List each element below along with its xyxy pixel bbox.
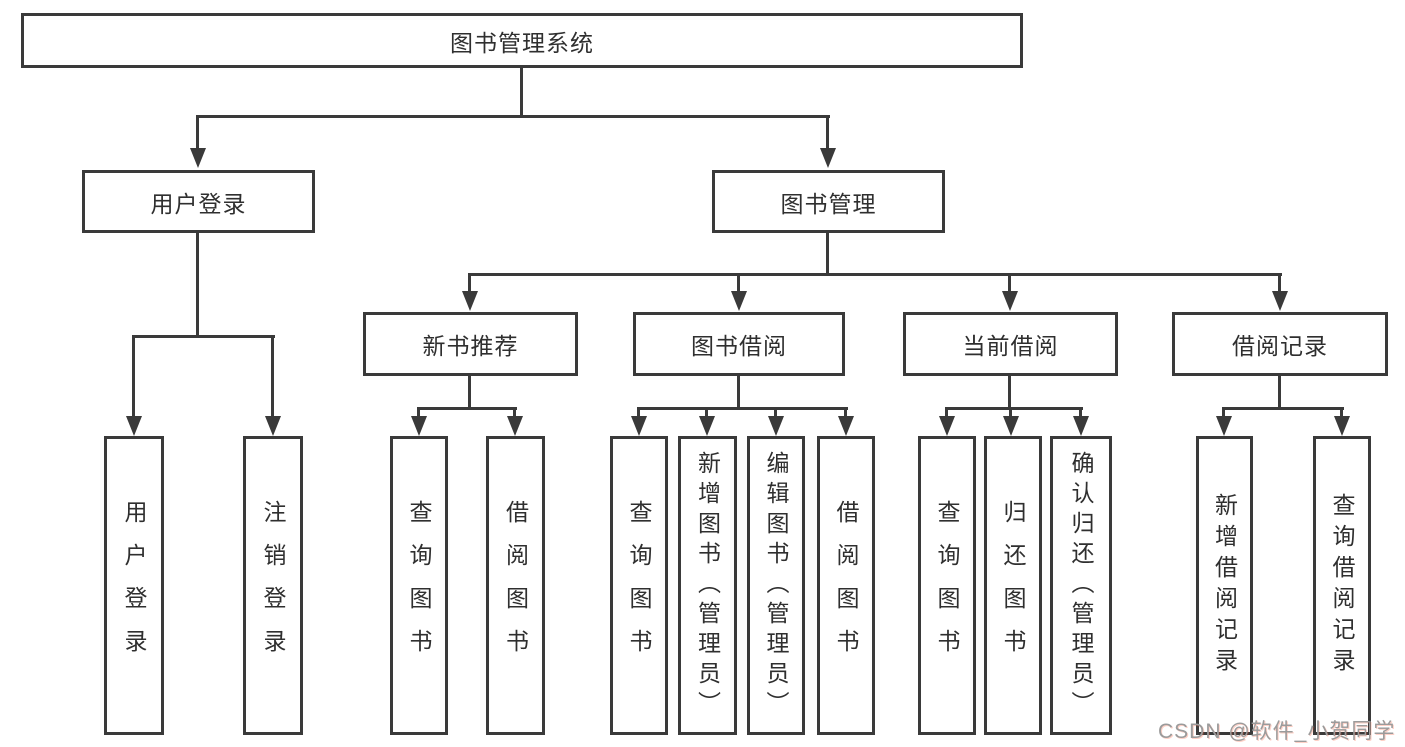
leaf-logout: 注销登录 xyxy=(243,436,303,735)
connector xyxy=(637,407,848,410)
arrowhead-icon xyxy=(1073,416,1089,436)
connector xyxy=(945,407,1083,410)
leaf-query-books-2: 查询图书 xyxy=(610,436,668,735)
connector xyxy=(132,335,275,338)
leaf-add-borrow-record: 新增借阅记录 xyxy=(1196,436,1253,735)
connector xyxy=(468,376,471,410)
leaf-label: 归还图书 xyxy=(1000,499,1026,672)
node-user-login: 用户登录 xyxy=(82,170,315,233)
connector xyxy=(1278,273,1281,295)
node-book-borrow: 图书借阅 xyxy=(633,312,845,376)
leaf-label: 查询图书 xyxy=(406,499,432,672)
arrowhead-icon xyxy=(1272,291,1288,311)
leaf-label: 查询图书 xyxy=(626,499,652,672)
connector xyxy=(1222,407,1344,410)
connector xyxy=(1278,376,1281,407)
arrowhead-icon xyxy=(768,416,784,436)
leaf-label: 新增图书（管理员） xyxy=(694,450,721,721)
connector xyxy=(196,233,199,337)
connector xyxy=(196,115,199,152)
connector xyxy=(637,407,640,422)
node-borrow-records: 借阅记录 xyxy=(1172,312,1388,376)
leaf-confirm-return-admin: 确认归还（管理员） xyxy=(1050,436,1112,735)
connector xyxy=(417,407,420,422)
leaf-return-books: 归还图书 xyxy=(984,436,1042,735)
connector xyxy=(705,407,708,422)
connector xyxy=(520,68,523,117)
arrowhead-icon xyxy=(820,148,836,168)
arrowhead-icon xyxy=(631,416,647,436)
connector xyxy=(826,115,829,152)
connector xyxy=(737,273,740,295)
connector xyxy=(1008,273,1011,295)
leaf-label: 新增借阅记录 xyxy=(1211,492,1238,679)
leaf-borrow-books-1: 借阅图书 xyxy=(486,436,545,735)
leaf-label: 注销登录 xyxy=(260,499,286,672)
arrowhead-icon xyxy=(1003,416,1019,436)
leaf-user-login: 用户登录 xyxy=(104,436,164,735)
connector xyxy=(1008,376,1011,410)
arrowhead-icon xyxy=(1334,416,1350,436)
connector xyxy=(468,273,1282,276)
connector xyxy=(774,407,777,422)
connector xyxy=(132,335,135,422)
connector xyxy=(945,407,948,422)
connector xyxy=(1009,407,1012,422)
connector xyxy=(468,273,471,295)
arrowhead-icon xyxy=(731,291,747,311)
node-new-book-recommend: 新书推荐 xyxy=(363,312,578,376)
leaf-label: 确认归还（管理员） xyxy=(1068,450,1094,721)
leaf-label: 借阅图书 xyxy=(833,499,859,672)
leaf-edit-books-admin: 编辑图书（管理员） xyxy=(747,436,805,735)
arrowhead-icon xyxy=(462,291,478,311)
leaf-query-books-1: 查询图书 xyxy=(390,436,448,735)
leaf-label: 编辑图书（管理员） xyxy=(763,450,789,721)
connector xyxy=(1340,407,1343,422)
leaf-label: 用户登录 xyxy=(121,499,147,672)
leaf-label: 借阅图书 xyxy=(502,499,529,672)
connector xyxy=(417,407,517,410)
arrowhead-icon xyxy=(507,416,523,436)
leaf-query-borrow-record: 查询借阅记录 xyxy=(1313,436,1371,735)
node-book-management: 图书管理 xyxy=(712,170,945,233)
arrowhead-icon xyxy=(190,148,206,168)
arrowhead-icon xyxy=(1216,416,1232,436)
arrowhead-icon xyxy=(838,416,854,436)
connector xyxy=(844,407,847,422)
leaf-label: 查询借阅记录 xyxy=(1329,492,1355,679)
connector xyxy=(1222,407,1225,422)
csdn-watermark: CSDN @软件_小贺同学 xyxy=(1158,720,1396,743)
connector xyxy=(1079,407,1082,422)
node-current-borrow: 当前借阅 xyxy=(903,312,1118,376)
connector xyxy=(513,407,516,422)
connector xyxy=(826,233,829,276)
leaf-add-books-admin: 新增图书（管理员） xyxy=(678,436,737,735)
arrowhead-icon xyxy=(939,416,955,436)
connector xyxy=(196,115,830,118)
node-root: 图书管理系统 xyxy=(21,13,1023,68)
leaf-label: 查询图书 xyxy=(934,499,960,672)
leaf-borrow-books-2: 借阅图书 xyxy=(817,436,875,735)
arrowhead-icon xyxy=(1002,291,1018,311)
connector xyxy=(271,335,274,422)
leaf-query-books-3: 查询图书 xyxy=(918,436,976,735)
arrowhead-icon xyxy=(699,416,715,436)
arrowhead-icon xyxy=(411,416,427,436)
connector xyxy=(737,376,740,410)
arrowhead-icon xyxy=(126,416,142,436)
arrowhead-icon xyxy=(265,416,281,436)
